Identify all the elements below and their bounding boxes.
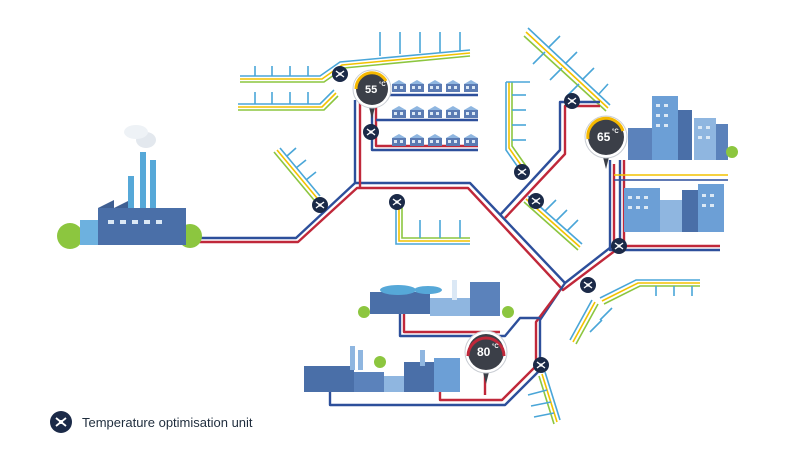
low-temperature-branches — [238, 27, 700, 425]
unit-badge — [513, 163, 531, 181]
gauge-65-value: 65 — [597, 130, 611, 144]
branch-middle — [395, 205, 470, 245]
industry-lower — [304, 346, 460, 392]
gauge-80: 80 °C — [464, 330, 508, 384]
branch-right — [569, 279, 700, 345]
gauge-80-unit: °C — [492, 344, 499, 350]
temperature-optimisation-unit-icon — [50, 411, 72, 433]
city-buildings — [624, 96, 738, 232]
unit-badge — [388, 193, 406, 211]
power-plant — [57, 125, 202, 249]
gauge-65: 65 °C — [584, 115, 628, 169]
branch-top-right — [523, 27, 611, 112]
branch-bottom-right — [527, 371, 561, 425]
unit-badge — [610, 237, 628, 255]
branch-left-diagonal — [273, 147, 321, 201]
industry-upper — [358, 280, 514, 318]
branch-top-left — [238, 32, 471, 111]
residential-houses — [392, 80, 478, 146]
branch-comb-center — [505, 81, 530, 171]
unit-badge — [579, 276, 597, 294]
unit-badge — [311, 196, 329, 214]
unit-badge — [563, 92, 581, 110]
legend: Temperature optimisation unit — [49, 410, 253, 434]
gauge-80-value: 80 — [477, 345, 491, 359]
unit-badge — [362, 123, 380, 141]
gauge-55: 55 °C — [352, 69, 392, 119]
legend-label: Temperature optimisation unit — [82, 414, 253, 430]
unit-badge — [331, 65, 349, 83]
gauge-55-unit: °C — [379, 82, 386, 88]
gauge-65-unit: °C — [612, 129, 619, 135]
unit-badge — [527, 192, 545, 210]
unit-badge — [532, 356, 550, 374]
gauge-55-value: 55 — [365, 84, 377, 96]
